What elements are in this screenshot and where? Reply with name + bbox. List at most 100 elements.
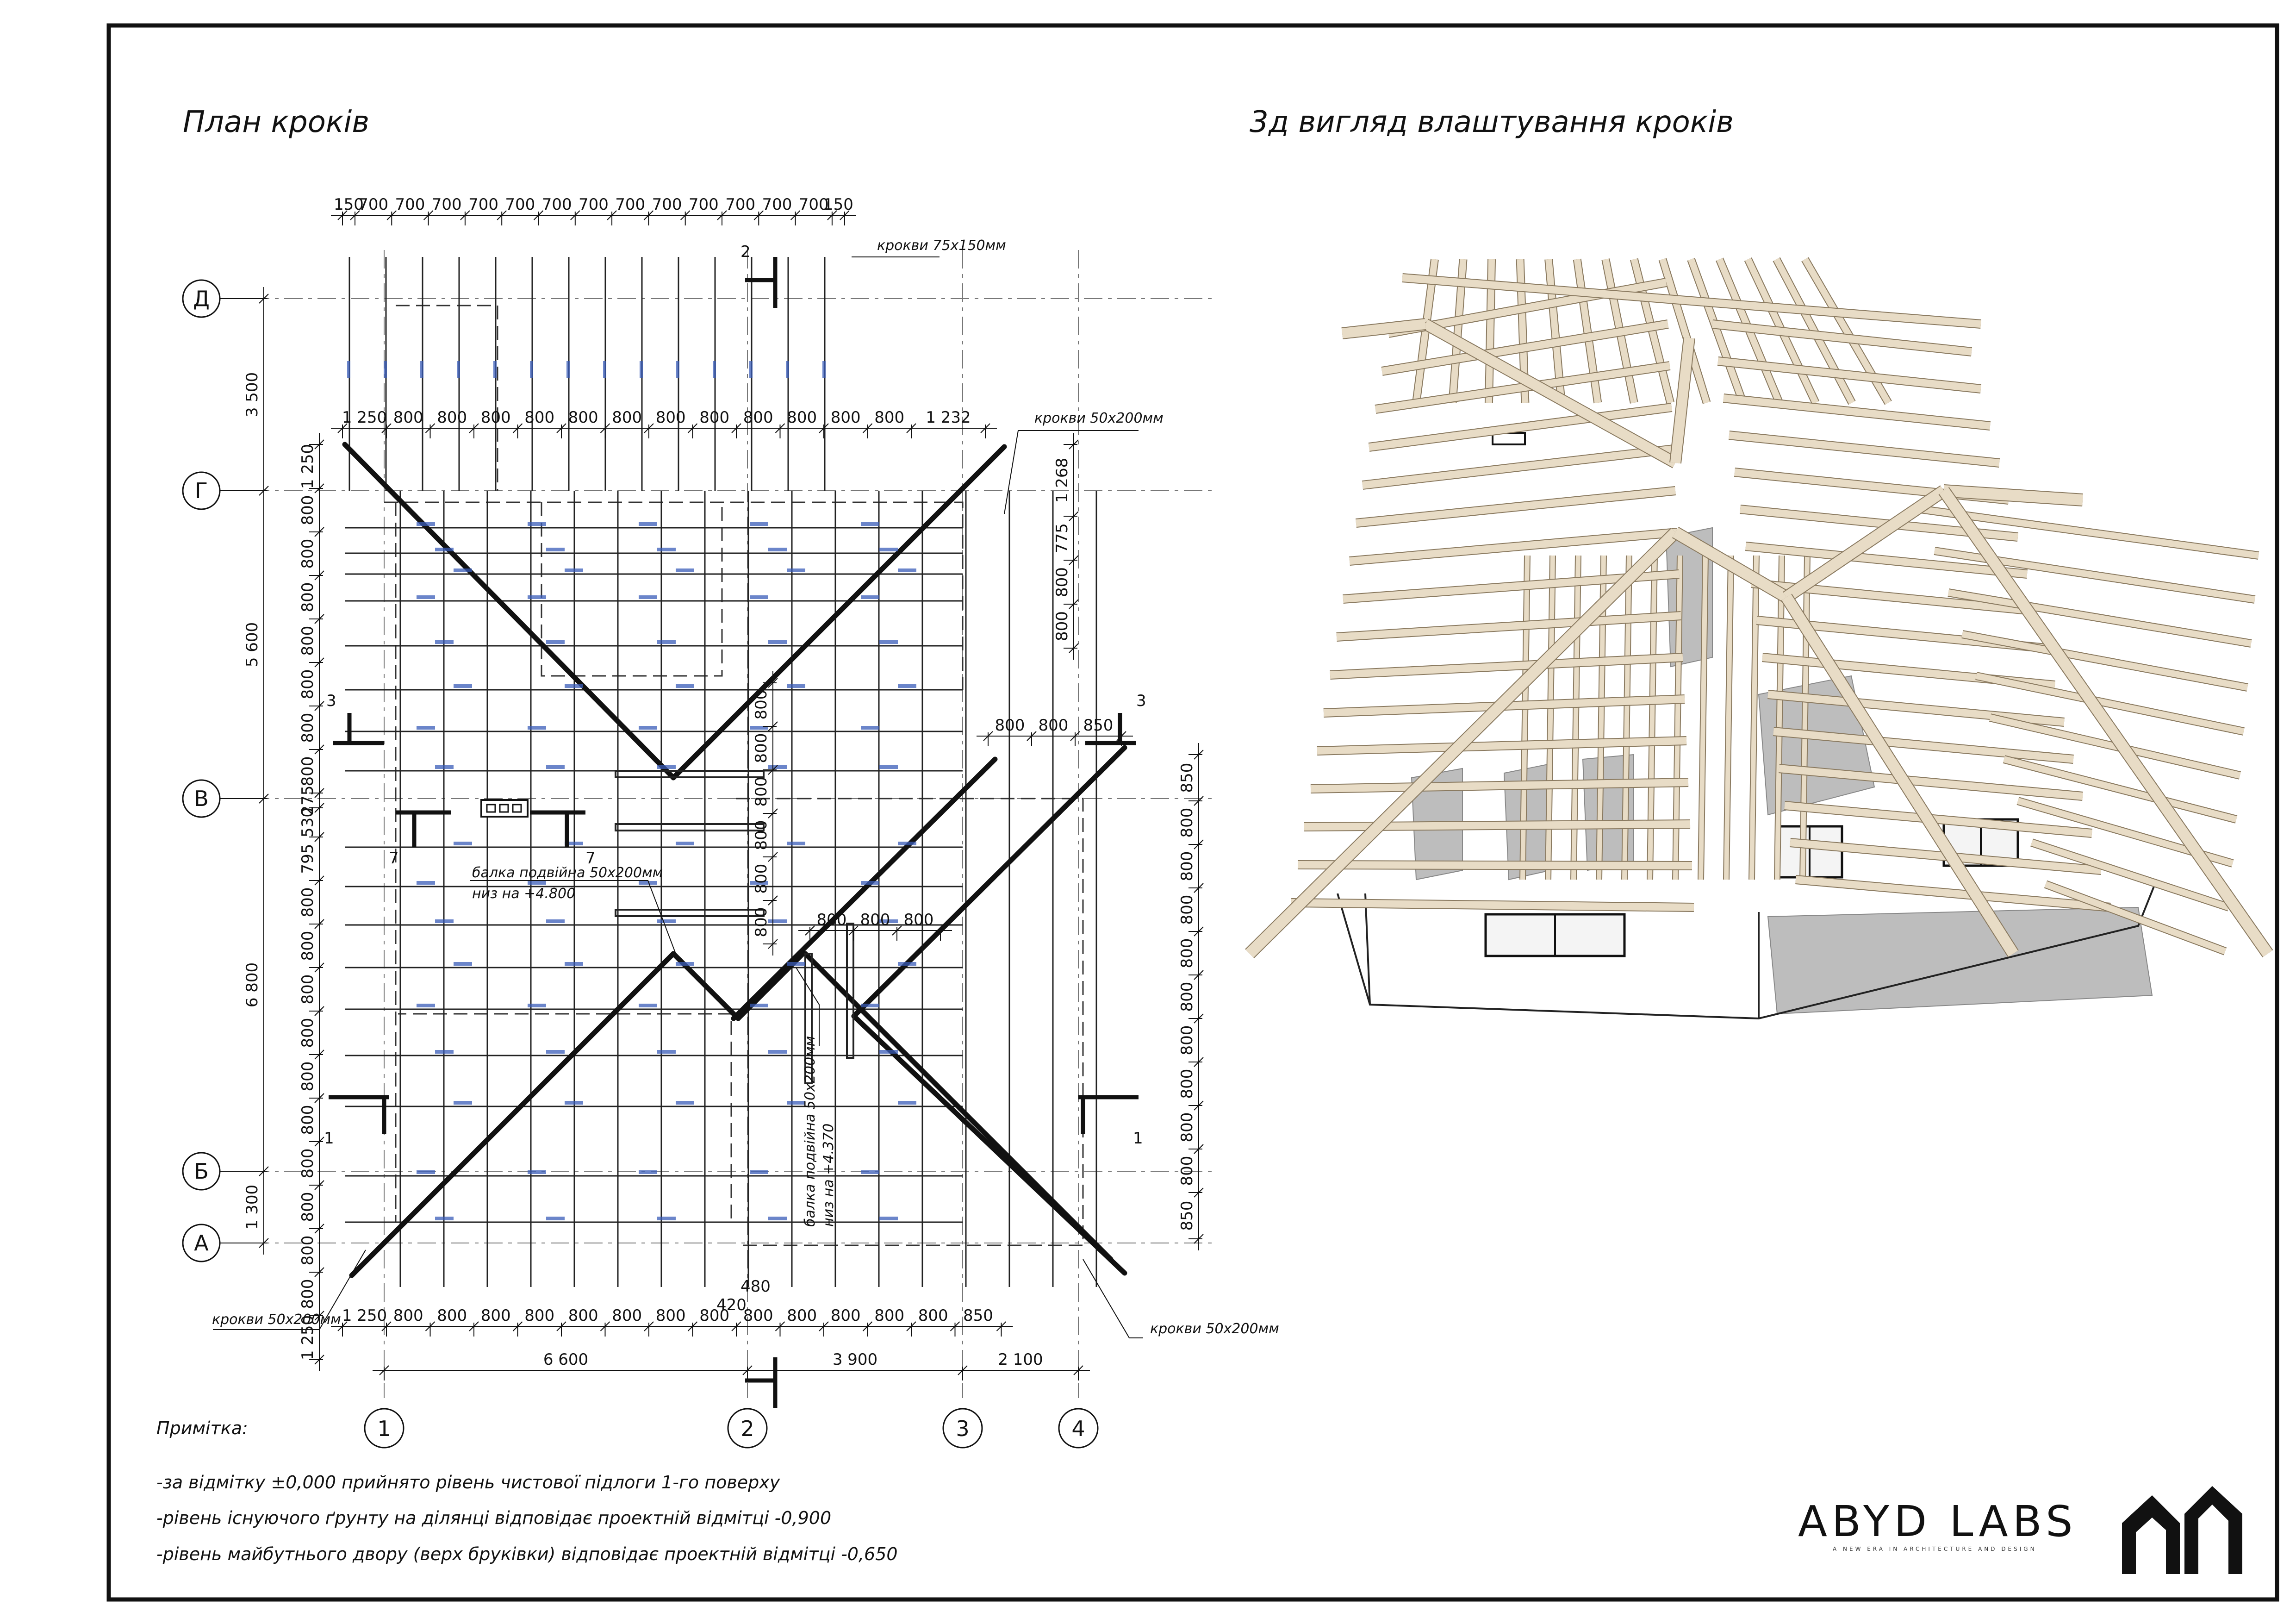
dim-top1-label-9: 700 bbox=[652, 195, 682, 214]
dim-midb-label-1: 800 bbox=[860, 911, 890, 929]
rafter-3d-left bbox=[1362, 445, 1674, 489]
annot-tick bbox=[861, 522, 879, 526]
annot-tick bbox=[750, 726, 768, 730]
annot-tick bbox=[676, 684, 694, 688]
rafter-3d-right bbox=[1773, 728, 2074, 763]
dim-left-inner-label-14: 800 bbox=[299, 1018, 317, 1048]
section-marks bbox=[329, 257, 1139, 1408]
annot-tick bbox=[768, 1050, 787, 1054]
dim-top1-label-0: 150 bbox=[334, 195, 364, 214]
dim-bot2-label-0: 6 600 bbox=[543, 1350, 588, 1369]
annot-tick bbox=[639, 1004, 657, 1007]
dimension-lines bbox=[254, 210, 1204, 1380]
dim-left-inner-label-4: 800 bbox=[299, 626, 317, 656]
annot-tick bbox=[861, 1170, 879, 1174]
axis-letter-label: В bbox=[194, 786, 209, 811]
annot-tick bbox=[639, 726, 657, 730]
annot-tick bbox=[454, 568, 472, 572]
annot-tick bbox=[417, 726, 435, 730]
annot-tick bbox=[565, 1101, 583, 1105]
annot-tick bbox=[417, 595, 435, 599]
dim-left-inner-label-8: 275 bbox=[299, 786, 317, 816]
plan-title: План кроків bbox=[183, 105, 369, 139]
dim-left-inner-label-7: 800 bbox=[299, 756, 317, 787]
rafter-3d-wing bbox=[1948, 589, 2252, 647]
annot-tick bbox=[879, 765, 898, 769]
annot-tick-upper bbox=[457, 361, 460, 378]
annot-tick bbox=[787, 962, 805, 966]
rafter-label-right-top: крокви 50х200мм bbox=[1034, 410, 1164, 426]
annot-tick bbox=[861, 1004, 879, 1007]
brand-name: ABYD LABS bbox=[1798, 1497, 2078, 1546]
annot-tick bbox=[639, 881, 657, 885]
wall-3d-corner bbox=[1364, 893, 1371, 1005]
section-mark-2-top: 2 bbox=[740, 243, 751, 261]
rafter-3d-top bbox=[1659, 258, 1710, 404]
annot-tick bbox=[879, 1050, 898, 1054]
dim-mida-label-2: 850 bbox=[1083, 716, 1114, 735]
dim-bot1-label-14: 850 bbox=[963, 1306, 993, 1325]
dim-right-upper-label-0: 1 268 bbox=[1053, 458, 1071, 503]
dim-left-inner-label-19: 800 bbox=[299, 1236, 317, 1266]
rafter-3d-left bbox=[1310, 779, 1689, 793]
annot-tick bbox=[787, 568, 805, 572]
rafter-label-bottom-left: крокви 50х200мм bbox=[212, 1312, 341, 1328]
brand-logo-icon bbox=[2122, 1486, 2242, 1574]
annot-tick bbox=[435, 548, 454, 551]
dim-mid-vert-label-3: 800 bbox=[752, 820, 771, 850]
annot-tick-upper bbox=[822, 361, 826, 378]
dim-left-inner-label-5: 800 bbox=[299, 669, 317, 700]
annot-tick bbox=[565, 684, 583, 688]
hip-3d-wing-left bbox=[1783, 486, 1947, 602]
annot-tick bbox=[528, 1004, 546, 1007]
annot-tick bbox=[676, 842, 694, 845]
dim-top1-label-14: 150 bbox=[823, 195, 853, 214]
dim-mid-vert-label-1: 800 bbox=[752, 733, 771, 763]
hip-rafter-2 bbox=[349, 951, 676, 1278]
post-3d bbox=[1749, 555, 1759, 880]
dim-left-inner-label-6: 800 bbox=[299, 713, 317, 743]
annot-tick bbox=[676, 568, 694, 572]
rafter-label-top: крокви 75х150мм bbox=[877, 237, 1006, 254]
dim-top1-label-7: 700 bbox=[579, 195, 609, 214]
wall-west bbox=[395, 502, 732, 1223]
dim-midb-label-0: 800 bbox=[817, 911, 847, 929]
annot-tick-upper bbox=[640, 361, 643, 378]
rafter-3d-wing bbox=[1961, 631, 2248, 691]
dim-top2-label-5: 800 bbox=[568, 408, 598, 427]
dim-right-upper-label-2: 800 bbox=[1053, 567, 1071, 597]
dim-left-inner-label-1: 800 bbox=[299, 495, 317, 525]
axis-bubble-number bbox=[1058, 1408, 1099, 1449]
annot-tick-upper bbox=[786, 361, 789, 378]
dim-top2-label-13: 1 232 bbox=[926, 408, 971, 427]
annot-tick bbox=[787, 684, 805, 688]
annot-tick bbox=[768, 548, 787, 551]
annot-tick bbox=[546, 919, 565, 923]
slab-terrace bbox=[1767, 906, 2153, 1015]
annot-tick-upper bbox=[347, 361, 350, 378]
annot-tick bbox=[546, 548, 565, 551]
hip-3d-wing-front bbox=[1781, 594, 2018, 957]
rafter-3d-right bbox=[1767, 691, 2065, 726]
dim-left-inner-label-0: 1 250 bbox=[299, 444, 317, 489]
rafter-label-bottom-right: крокви 50х200мм bbox=[1150, 1321, 1279, 1337]
axis-bubble-number bbox=[364, 1408, 404, 1449]
dim-right-lower-label-0: 850 bbox=[1178, 763, 1196, 793]
dim-bot1-label-7: 800 bbox=[656, 1306, 686, 1325]
hip-3d-front-left bbox=[1245, 528, 1680, 958]
annot-tick-upper bbox=[603, 361, 606, 378]
annot-tick-upper bbox=[566, 361, 570, 378]
brand-block: ABYD LABS A NEW ERA IN ARCHITECTURE AND … bbox=[1798, 1486, 2242, 1574]
dim-left-outer-label-0: 3 500 bbox=[243, 372, 261, 417]
dim-bot2-label-1: 3 900 bbox=[833, 1350, 877, 1369]
axis-letter-label: Б bbox=[194, 1159, 209, 1184]
dim-bot1-label-5: 800 bbox=[568, 1306, 598, 1325]
hip-rafter-7 bbox=[731, 756, 998, 1021]
dim-right-lower-label-10: 850 bbox=[1178, 1201, 1196, 1231]
annot-tick bbox=[898, 962, 916, 966]
dim-top2-label-0: 1 250 bbox=[342, 408, 387, 427]
annot-tick bbox=[435, 1050, 454, 1054]
